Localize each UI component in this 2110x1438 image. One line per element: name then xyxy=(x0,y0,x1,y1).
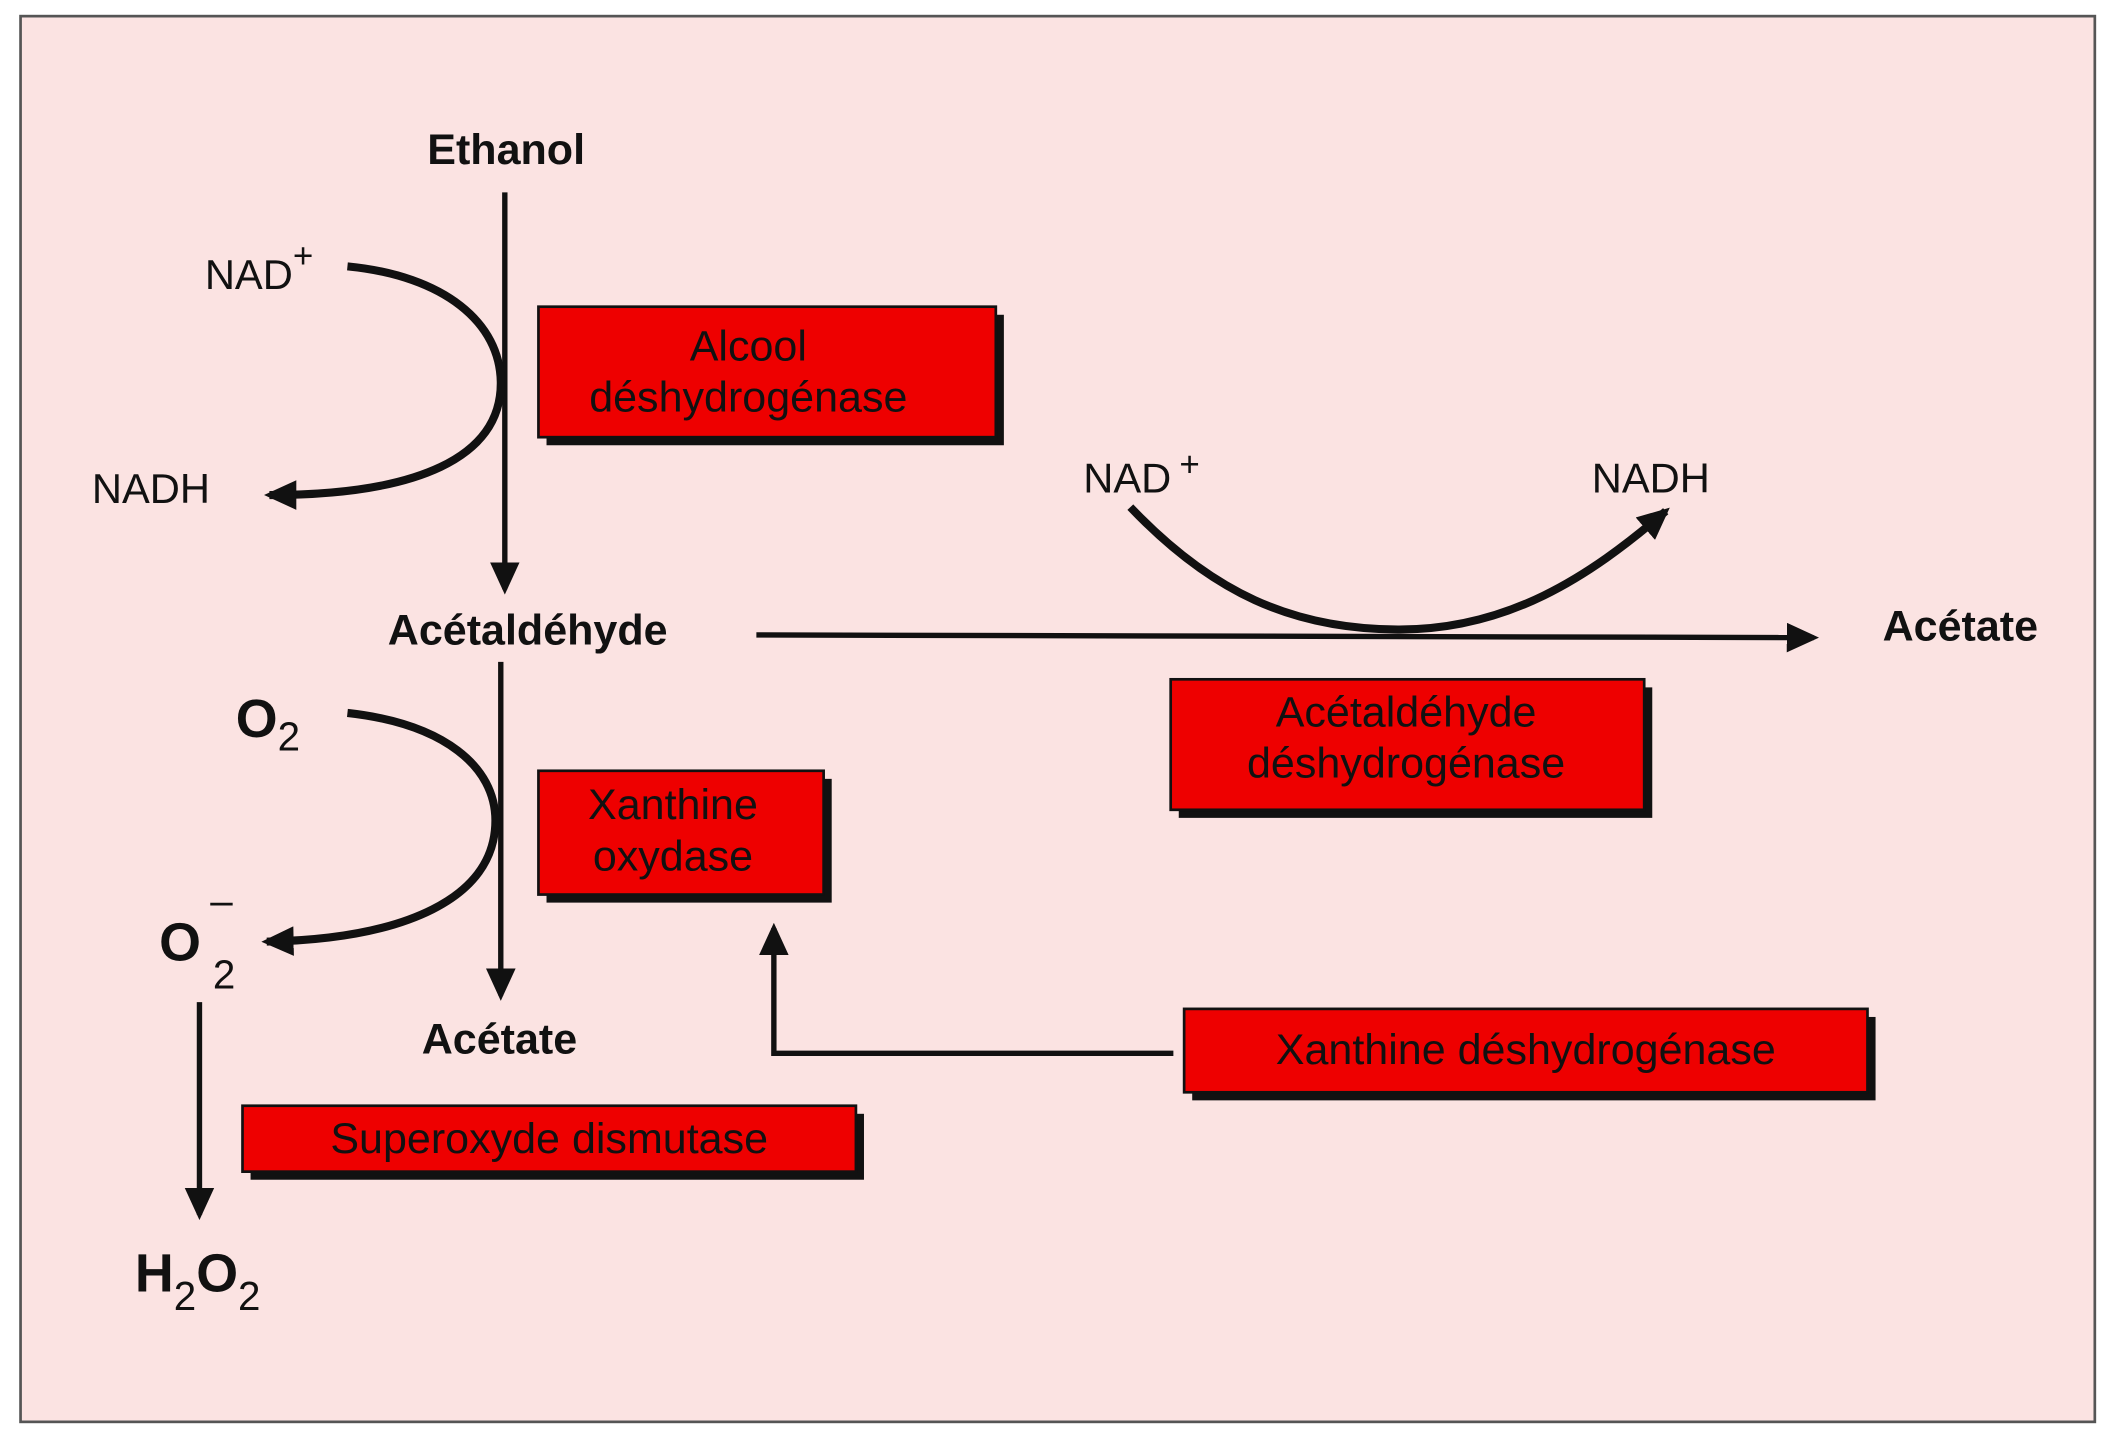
nad-plus-right: NAD+ xyxy=(1083,445,1200,501)
o2-to-superoxide-curve xyxy=(261,708,500,956)
nadh-right: NADH xyxy=(1592,454,1710,501)
ethanol-label: Ethanol xyxy=(427,126,585,174)
svg-text:oxydase: oxydase xyxy=(593,832,753,880)
enzyme-xanthine-oxydase: Xanthine oxydase xyxy=(537,769,832,903)
svg-text:Superoxyde dismutase: Superoxyde dismutase xyxy=(330,1115,768,1163)
nad-to-nadh-curve xyxy=(264,262,505,510)
acetate-bottom-label: Acétate xyxy=(422,1015,577,1063)
svg-text:Acétaldéhyde: Acétaldéhyde xyxy=(1276,688,1537,736)
acetaldehyde-label: Acétaldéhyde xyxy=(388,606,668,654)
diagram-panel xyxy=(19,14,2097,1424)
acetaldehyde-to-acetate-arrow xyxy=(756,622,1820,653)
svg-text:déshydrogénase: déshydrogénase xyxy=(589,374,907,422)
acetate-right-label: Acétate xyxy=(1883,602,2038,650)
o2-label: O2 xyxy=(236,689,300,759)
xanthine-dh-to-oxidase-arrow xyxy=(759,922,1174,1056)
enzyme-superoxyde-dismutase: Superoxyde dismutase xyxy=(241,1104,864,1180)
superoxide-label: O2– xyxy=(159,878,235,998)
enzyme-acetaldehyde-deshydrogenase: Acétaldéhyde déshydrogénase xyxy=(1169,677,1653,818)
svg-text:déshydrogénase: déshydrogénase xyxy=(1247,740,1565,788)
nad-to-nadh-right-curve xyxy=(1127,504,1670,634)
enzyme-alcool-deshydrogenase: Alcool déshydrogénase xyxy=(537,305,1004,446)
nadh-left: NADH xyxy=(92,465,210,512)
enzyme-xanthine-deshydrogenase: Xanthine déshydrogénase xyxy=(1182,1007,1876,1101)
svg-text:Xanthine déshydrogénase: Xanthine déshydrogénase xyxy=(1276,1026,1776,1074)
svg-text:Xanthine: Xanthine xyxy=(588,781,758,829)
nad-plus-left: NAD+ xyxy=(205,237,313,299)
svg-text:Alcool: Alcool xyxy=(690,323,807,371)
h2o2-label: H2O2 xyxy=(135,1243,261,1319)
